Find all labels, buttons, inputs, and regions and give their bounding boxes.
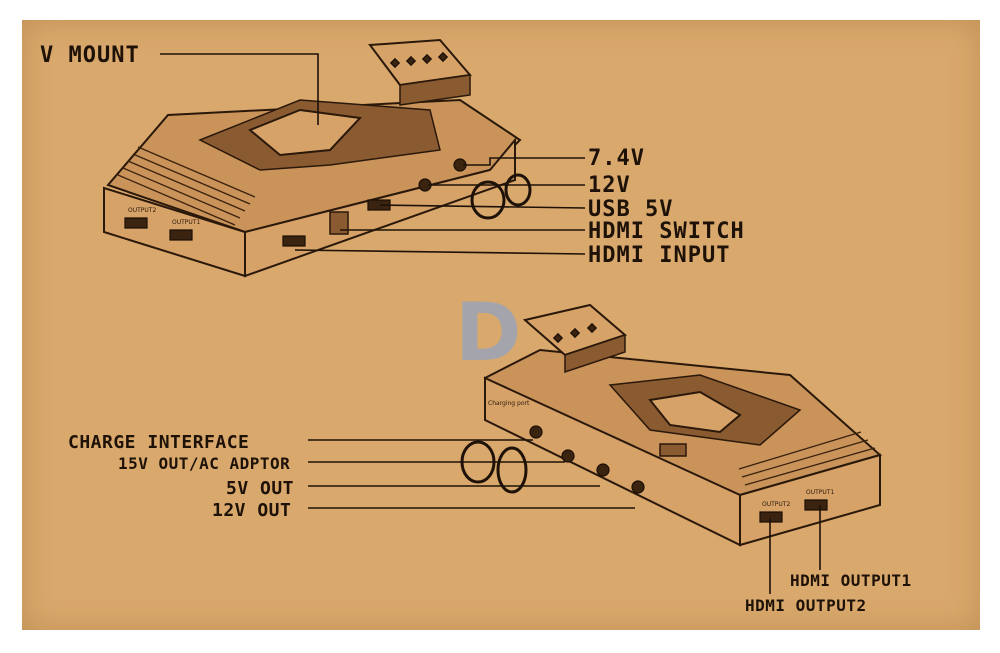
watermark-logo: D: [455, 286, 521, 379]
label-hdmi-output2: HDMI OUTPUT2: [745, 596, 867, 615]
bottom-12v-socket: [631, 480, 645, 494]
label-12v-out: 12V OUT: [212, 500, 291, 521]
bottom-hdmi-output1-port: [804, 499, 828, 511]
bottom-device-v-slot: [648, 390, 742, 434]
label-hdmi-switch: HDMI SWITCH: [588, 219, 745, 244]
top-device-fins: [117, 146, 256, 226]
bottom-hdmi-output2-port: [759, 511, 783, 523]
label-charge-interface: CHARGE INTERFACE: [68, 432, 249, 453]
top-rod-clamp-2: [504, 173, 532, 207]
label-v-mount: V MOUNT: [40, 43, 140, 68]
bottom-device-terminal-front: [564, 333, 626, 374]
leader-7v4: [463, 157, 585, 166]
bottom-leader-lines: [308, 439, 821, 594]
label-7v4: 7.4V: [588, 146, 645, 171]
top-port-text-2: OUTPUT1: [172, 219, 200, 226]
label-15v-out: 15V OUT/AC ADPTOR: [118, 454, 290, 473]
bottom-charge-socket: [529, 425, 543, 439]
label-usb-5v: USB 5V: [588, 197, 673, 222]
bottom-switch: [659, 443, 687, 457]
top-port-text-1: OUTPUT2: [128, 207, 156, 214]
bottom-15v-socket: [561, 449, 575, 463]
bottom-device-fins: [738, 431, 876, 486]
label-5v-out: 5V OUT: [226, 478, 294, 499]
top-device: OUTPUT2 OUTPUT1: [103, 38, 532, 278]
leader-usb-5v: [379, 204, 586, 209]
bottom-port-text-1: Charging port: [488, 400, 530, 407]
top-rod-clamp-1: [470, 180, 506, 220]
bottom-port-text-3: OUTPUT1: [806, 489, 834, 496]
bottom-port-text-2: OUTPUT2: [762, 501, 790, 508]
label-12v-top: 12V: [588, 173, 631, 198]
leader-v-mount: [160, 53, 319, 125]
top-device-v-slot: [248, 108, 363, 157]
top-leader-lines: [160, 53, 586, 255]
bottom-5v-socket: [596, 463, 610, 477]
top-device-terminal-pins: [389, 51, 449, 69]
label-hdmi-output1: HDMI OUTPUT1: [790, 571, 912, 590]
top-hdmi-output2-port: [124, 217, 148, 229]
top-hdmi-switch: [329, 211, 349, 235]
top-hdmi-output1-port: [169, 229, 193, 241]
label-hdmi-input: HDMI INPUT: [588, 243, 730, 268]
top-device-terminal-front: [399, 74, 471, 106]
leader-hdmi-input: [294, 249, 586, 255]
bottom-device: Charging port OUTPUT2 OUTPUT1: [460, 303, 883, 547]
bottom-device-terminal-pins: [552, 322, 598, 344]
top-hdmi-input-port: [282, 235, 306, 247]
bottom-rod-clamp-2: [496, 446, 528, 494]
